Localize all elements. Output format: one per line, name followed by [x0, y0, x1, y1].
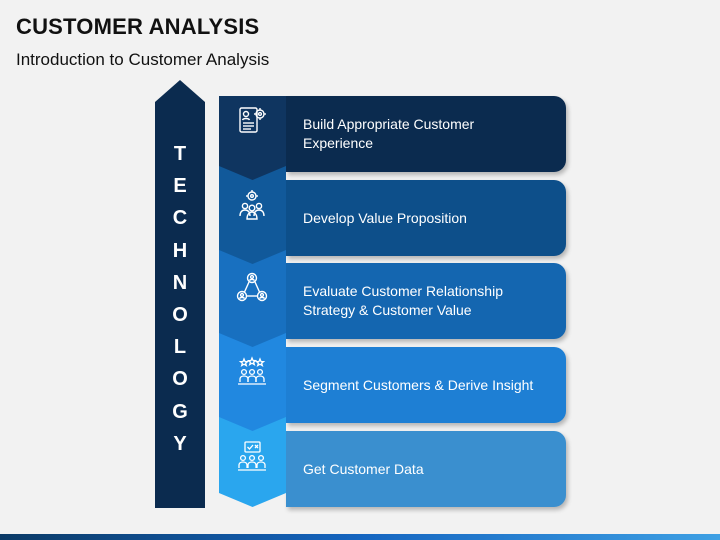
document-gear-icon — [239, 107, 266, 133]
technology-letter: H — [172, 239, 188, 262]
step-label: Develop Value Proposition — [303, 209, 467, 226]
technology-letter: O — [172, 303, 188, 326]
step-label: Evaluate Customer Relationship Strategy … — [303, 283, 503, 318]
step-segment-customers: Segment Customers & Derive Insight — [286, 347, 566, 423]
technology-letter: N — [172, 271, 188, 294]
step-value-proposition: Develop Value Proposition — [286, 180, 566, 256]
step-chevron — [219, 250, 286, 354]
step-chevron — [219, 96, 286, 186]
step-evaluate-relationship: Evaluate Customer Relationship Strategy … — [286, 263, 566, 339]
technology-letter: L — [173, 336, 187, 359]
data-board-icon — [238, 441, 266, 471]
team-gear-icon — [239, 190, 265, 220]
page-title: CUSTOMER ANALYSIS — [16, 14, 260, 39]
step-chevron — [219, 166, 286, 270]
technology-label: T E C H N O L O G Y — [155, 138, 205, 460]
technology-letter: Y — [173, 432, 187, 455]
technology-letter: T — [173, 143, 187, 165]
step-label: Get Customer Data — [303, 460, 424, 477]
technology-letter: E — [173, 175, 187, 198]
step-get-customer-data: Get Customer Data — [286, 431, 566, 507]
page-subtitle: Introduction to Customer Analysis — [16, 50, 270, 69]
step-label: Segment Customers & Derive Insight — [303, 376, 534, 393]
network-people-icon — [236, 272, 268, 302]
technology-arrow — [155, 80, 205, 508]
rated-group-icon — [238, 356, 266, 385]
step-label: Build Appropriate Customer Experience — [303, 116, 475, 151]
technology-letter: C — [172, 207, 188, 230]
technology-letter: O — [172, 368, 188, 391]
technology-letter: G — [172, 400, 188, 423]
step-chevron — [219, 333, 286, 437]
step-build-experience: Build Appropriate Customer Experience — [286, 96, 566, 172]
bottom-accent-bar — [0, 534, 720, 540]
